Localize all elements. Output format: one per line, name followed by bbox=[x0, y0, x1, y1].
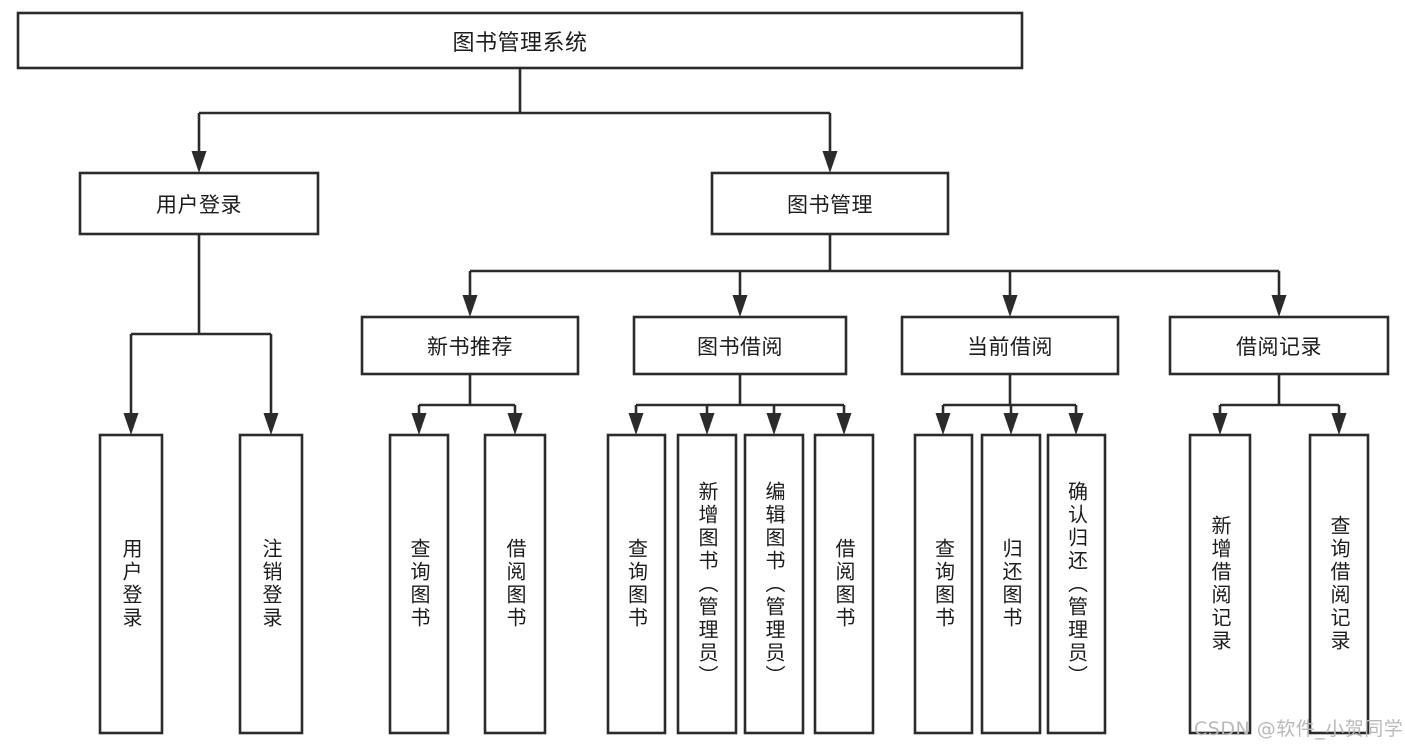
node-box-leaf-user-login[interactable] bbox=[98, 433, 164, 735]
arrow-head-icon bbox=[836, 413, 852, 435]
connector-group-login-to-leaves bbox=[123, 234, 279, 435]
arrow-head-icon bbox=[935, 413, 951, 435]
arrow-head-icon bbox=[822, 151, 838, 173]
connector-layer bbox=[123, 68, 1347, 435]
arrow-head-icon bbox=[191, 151, 207, 173]
node-box-leaf-cur-return[interactable] bbox=[980, 433, 1042, 735]
node-box-leaf-rec-add[interactable] bbox=[1188, 433, 1252, 735]
arrow-head-icon bbox=[1002, 295, 1018, 317]
node-box-user-login[interactable] bbox=[78, 171, 320, 236]
node-box-root[interactable] bbox=[16, 11, 1024, 70]
node-box-book-manage[interactable] bbox=[710, 171, 950, 236]
connector-group-root-to-level1 bbox=[191, 68, 838, 173]
arrow-head-icon bbox=[507, 413, 523, 435]
arrow-head-icon bbox=[699, 413, 715, 435]
connector-group-borrow-to-leaves bbox=[628, 374, 852, 435]
arrow-head-icon bbox=[766, 413, 782, 435]
node-box-borrow-record[interactable] bbox=[1168, 315, 1390, 376]
node-box-new-book-rec[interactable] bbox=[360, 315, 580, 376]
connector-group-rec-to-leaves bbox=[411, 374, 523, 435]
connector-group-cur-to-leaves bbox=[935, 374, 1084, 435]
connector-group-manage-to-level2 bbox=[462, 234, 1287, 317]
connector-group-brec-to-leaves bbox=[1212, 374, 1347, 435]
node-box-leaf-book-add[interactable] bbox=[676, 433, 738, 735]
node-box-leaf-book-edit[interactable] bbox=[743, 433, 805, 735]
arrow-head-icon bbox=[123, 413, 139, 435]
arrow-head-icon bbox=[1331, 413, 1347, 435]
node-box-current-borrow[interactable] bbox=[900, 315, 1120, 376]
node-box-leaf-borrow-query[interactable] bbox=[606, 433, 667, 735]
arrow-head-icon bbox=[628, 413, 644, 435]
arrow-head-icon bbox=[1212, 413, 1228, 435]
arrow-head-icon bbox=[1068, 413, 1084, 435]
node-box-book-borrow[interactable] bbox=[632, 315, 848, 376]
box-layer bbox=[16, 11, 1390, 735]
node-box-leaf-rec-query[interactable] bbox=[388, 433, 450, 735]
node-box-leaf-user-logout[interactable] bbox=[238, 433, 304, 735]
arrow-head-icon bbox=[263, 413, 279, 435]
arrow-head-icon bbox=[411, 413, 427, 435]
node-box-leaf-rec-query2[interactable] bbox=[1308, 433, 1370, 735]
node-box-leaf-rec-borrow[interactable] bbox=[483, 433, 547, 735]
node-box-leaf-cur-query[interactable] bbox=[913, 433, 974, 735]
node-box-leaf-cur-confirm[interactable] bbox=[1046, 433, 1107, 735]
arrow-head-icon bbox=[1271, 295, 1287, 317]
arrow-head-icon bbox=[1003, 413, 1019, 435]
arrow-head-icon bbox=[462, 295, 478, 317]
node-box-leaf-book-lend[interactable] bbox=[813, 433, 875, 735]
arrow-head-icon bbox=[732, 295, 748, 317]
